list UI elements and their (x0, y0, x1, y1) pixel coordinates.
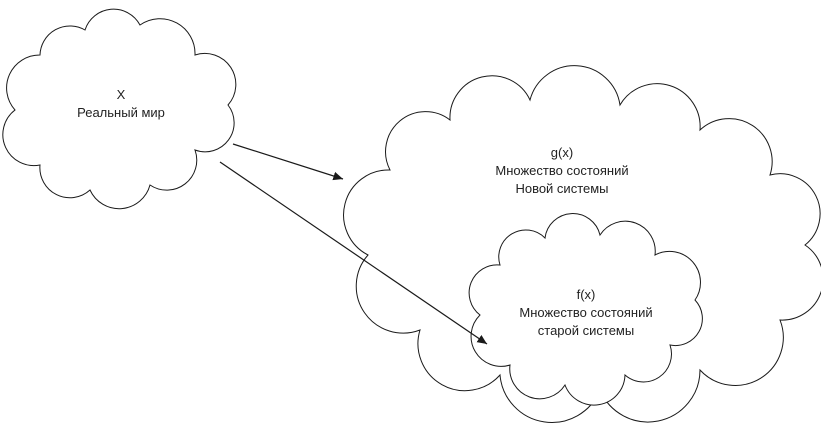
mapping-arrow-f (219, 161, 488, 345)
real-world-cloud (2, 8, 237, 210)
old-system-label-line1: f(x) (577, 287, 596, 302)
old-system-label-line3: старой системы (538, 323, 634, 338)
new-system-label-line2: Множество состояний (495, 163, 628, 178)
real-world-label-line2: Реальный мир (77, 105, 165, 120)
new-system-label-line1: g(x) (551, 145, 573, 160)
mapping-arrow-g (232, 143, 344, 181)
new-system-label-line3: Новой системы (515, 181, 608, 196)
real-world-label-line1: X (117, 87, 126, 102)
old-system-cloud (468, 213, 703, 406)
old-system-label-line2: Множество состояний (519, 305, 652, 320)
